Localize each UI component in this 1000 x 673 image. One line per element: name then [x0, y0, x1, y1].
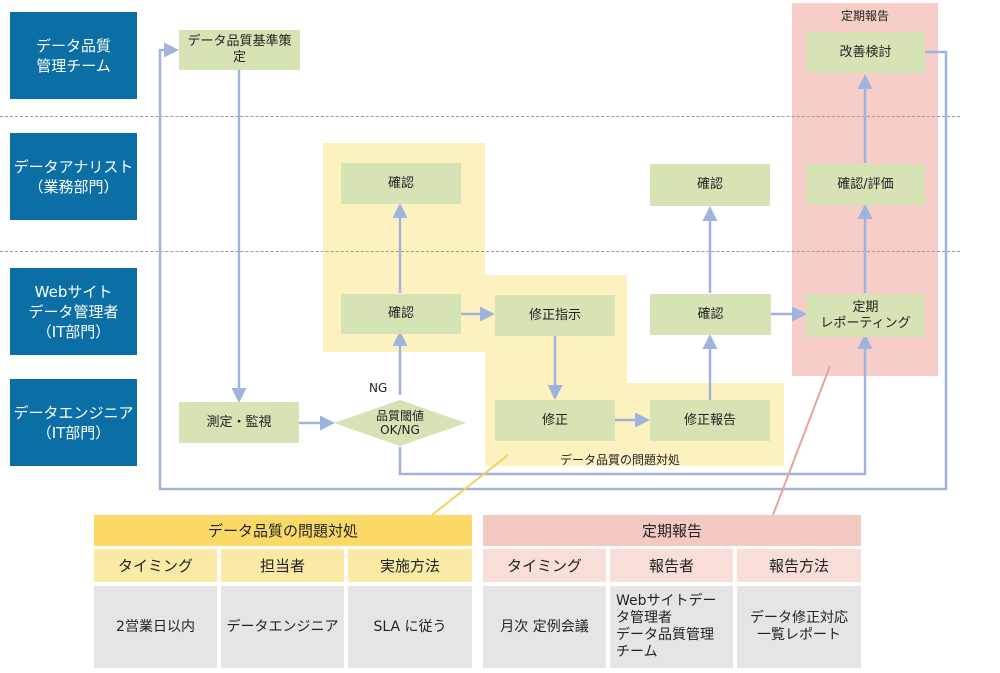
node-confirm-analyst-2: 確認: [650, 164, 770, 206]
issue-cell-timing: 2営業日以内: [94, 586, 217, 668]
lane-data-quality-team: データ品質 管理チーム: [10, 12, 137, 99]
lane-data-engineer: データエンジニア （IT部門）: [10, 379, 137, 466]
node-fix-report: 修正報告: [650, 400, 770, 441]
periodic-cell-method: データ修正対応 一覧レポート: [737, 586, 861, 668]
periodic-cell-timing: 月次 定例会議: [483, 586, 606, 668]
periodic-cell-reporter: Webサイトデー タ管理者 データ品質管理 チーム: [610, 586, 733, 668]
lane-separator: [0, 116, 960, 117]
arrow-improve-loop-to-std: [158, 42, 948, 491]
node-confirm-analyst-1: 確認: [341, 163, 461, 204]
node-fix: 修正: [495, 400, 615, 441]
periodic-zone-title: 定期報告: [840, 9, 889, 23]
node-fix-order: 修正指示: [495, 295, 615, 336]
node-confirm-evaluate: 確認/評価: [806, 164, 925, 205]
periodic-header-reporter: 報告者: [610, 549, 733, 582]
issue-zone-title: データ品質の問題対処: [560, 453, 681, 467]
issue-cell-owner: データエンジニア: [221, 586, 344, 668]
issue-header-timing: タイミング: [94, 549, 217, 582]
decision-diamond: [334, 400, 466, 446]
node-quality-standard: データ品質基準策 定: [179, 30, 300, 70]
node-confirm-webadmin-2: 確認: [650, 294, 771, 335]
node-quality-threshold: 品質閾値 OK/NG: [375, 409, 424, 437]
lane-separator: [0, 251, 960, 252]
issue-header-owner: 担当者: [221, 549, 344, 582]
node-measure-monitor: 測定・監視: [179, 402, 299, 443]
issue-table-title: データ品質の問題対処: [94, 515, 472, 546]
ng-label: NG: [369, 381, 388, 395]
lane-data-analyst: データアナリスト （業務部門）: [10, 133, 137, 220]
callout-issue: [431, 454, 509, 516]
node-improvement: 改善検討: [806, 32, 925, 73]
periodic-header-timing: タイミング: [483, 549, 606, 582]
arrow-decision-ok-to-periodic: [398, 334, 873, 476]
issue-cell-method: SLA に従う: [348, 586, 472, 668]
node-periodic-reporting: 定期 レポーティング: [806, 294, 925, 337]
issue-header-method: 実施方法: [348, 549, 472, 582]
node-confirm-webadmin-1: 確認: [341, 294, 461, 334]
periodic-header-method: 報告方法: [737, 549, 861, 582]
callout-periodic: [772, 365, 831, 516]
lane-website-data-manager: Webサイト データ管理者 （IT部門）: [10, 268, 137, 355]
periodic-table-title: 定期報告: [483, 515, 861, 546]
